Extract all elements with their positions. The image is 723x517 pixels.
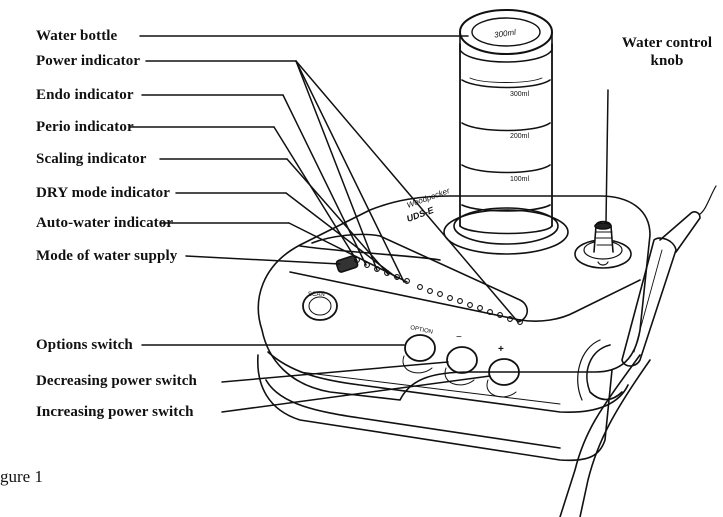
label-decreasing-power-switch: Decreasing power switch bbox=[36, 373, 197, 389]
label-power-indicator: Power indicator bbox=[36, 53, 141, 69]
plus-button-mark: + bbox=[498, 344, 504, 355]
water-control-knob[interactable] bbox=[574, 220, 632, 269]
leader-lines bbox=[129, 35, 609, 413]
device-markings: 300ml 300ml 200ml 100ml Woodpecker UDS-E… bbox=[308, 28, 530, 355]
water-bottle bbox=[443, 9, 569, 255]
minus-button-mark: − bbox=[456, 332, 462, 343]
front-buttons bbox=[302, 255, 520, 398]
figure-caption: gure 1 bbox=[0, 467, 43, 486]
label-water-bottle: Water bottle bbox=[36, 28, 118, 44]
label-perio-indicator: Perio indicator bbox=[36, 119, 134, 135]
label-increasing-power-switch: Increasing power switch bbox=[36, 404, 194, 420]
label-options-switch: Options switch bbox=[36, 337, 133, 353]
bottle-cap-label: 300ml bbox=[494, 28, 517, 40]
label-mode-of-water-supply: Mode of water supply bbox=[36, 248, 178, 264]
label-water-control-line1: Water control bbox=[621, 35, 713, 51]
handpiece bbox=[559, 185, 717, 517]
label-dry-mode-indicator: DRY mode indicator bbox=[36, 185, 171, 201]
scan-button-mark: SCAN bbox=[308, 292, 325, 298]
label-scaling-indicator: Scaling indicator bbox=[36, 151, 147, 167]
label-water-control-line2: knob bbox=[650, 53, 684, 69]
bottle-mark-300: 300ml bbox=[510, 91, 530, 98]
bottle-mark-200: 200ml bbox=[510, 133, 530, 140]
bottle-mark-100: 100ml bbox=[510, 176, 530, 183]
label-water-control-knob: Water control knob bbox=[612, 34, 722, 70]
label-auto-water-indicator: Auto-water indicator bbox=[36, 215, 174, 231]
label-endo-indicator: Endo indicator bbox=[36, 87, 134, 103]
options-button-mark: OPTION bbox=[410, 325, 434, 336]
device-body bbox=[257, 195, 651, 462]
